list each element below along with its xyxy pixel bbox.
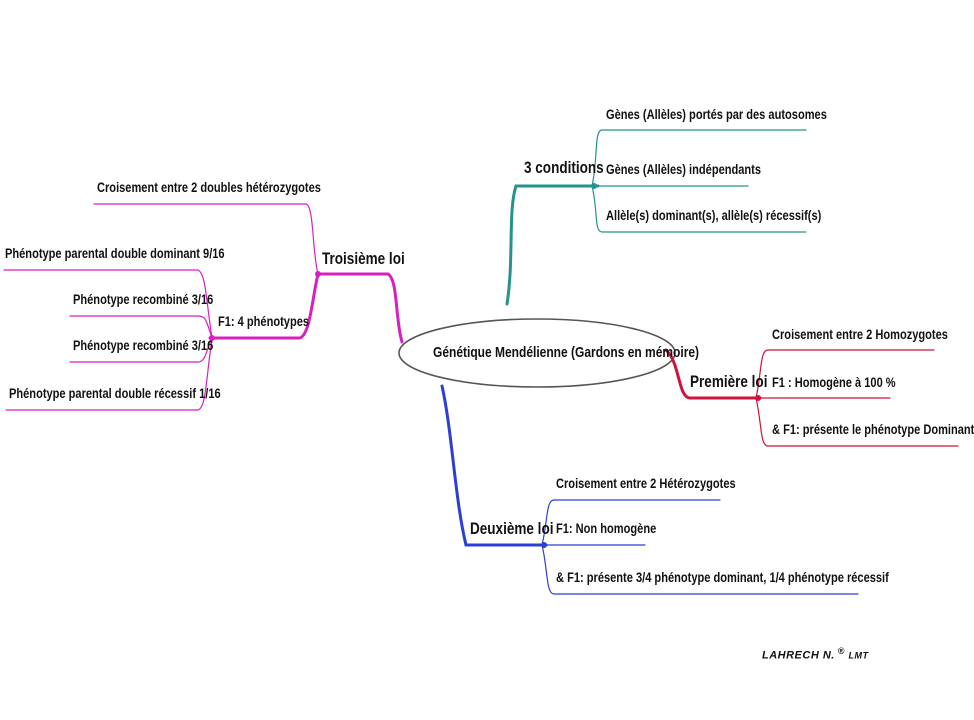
conditions-label: 3 conditions <box>524 159 604 177</box>
registered-mark: ® <box>837 646 845 656</box>
troisieme-loi-node-dot <box>315 271 321 277</box>
conditions-node-dot <box>591 183 597 189</box>
deuxieme-loi-label: Deuxième loi <box>470 520 554 538</box>
f1-phenotypes-node-dot <box>209 335 215 341</box>
center-node-ellipse <box>398 318 676 388</box>
deuxieme-loi-node-dot <box>541 542 547 548</box>
premiere-loi-item-croisement: Croisement entre 2 Homozygotes <box>772 327 948 342</box>
premiere-loi-label: Première loi <box>690 373 768 391</box>
premiere-loi-item-dominant: & F1: présente le phénotype Dominant <box>772 422 974 437</box>
signature-org: LMT <box>848 650 869 661</box>
troisieme-loi-item-croisement: Croisement entre 2 doubles hétérozygotes <box>97 180 321 195</box>
conditions-connectors <box>505 129 807 306</box>
signature-name: LAHRECH N. <box>762 649 835 662</box>
author-signature: LAHRECH N.® LMT <box>762 646 869 662</box>
phenotype-recombine-2: Phénotype recombiné 3/16 <box>73 338 214 353</box>
condition-item-autosomes: Gènes (Allèles) portés par des autosomes <box>606 107 827 122</box>
phenotype-recombine-1: Phénotype recombiné 3/16 <box>73 292 214 307</box>
premiere-loi-connectors <box>664 348 959 447</box>
phenotype-double-recessif: Phénotype parental double récessif 1/16 <box>9 386 221 401</box>
deuxieme-loi-item-non-homogene: F1: Non homogène <box>556 521 657 536</box>
deuxieme-loi-connectors <box>440 384 859 595</box>
troisieme-loi-label: Troisième loi <box>322 250 405 268</box>
deuxieme-loi-item-croisement: Croisement entre 2 Hétérozygotes <box>556 476 736 491</box>
center-node-label: Génétique Mendélienne (Gardons en mémoir… <box>433 344 700 361</box>
troisieme-loi-connectors <box>3 203 404 411</box>
premiere-loi-item-homogene: F1 : Homogène à 100 % <box>772 375 896 390</box>
condition-item-independants: Gènes (Allèles) indépendants <box>606 162 762 177</box>
premiere-loi-node-dot <box>755 395 761 401</box>
phenotype-double-dominant: Phénotype parental double dominant 9/16 <box>5 246 225 261</box>
deuxieme-loi-item-proportions: & F1: présente 3/4 phénotype dominant, 1… <box>556 570 889 585</box>
condition-item-dominance: Allèle(s) dominant(s), allèle(s) récessi… <box>606 208 822 223</box>
f1-phenotypes-label: F1: 4 phénotypes <box>218 314 310 329</box>
